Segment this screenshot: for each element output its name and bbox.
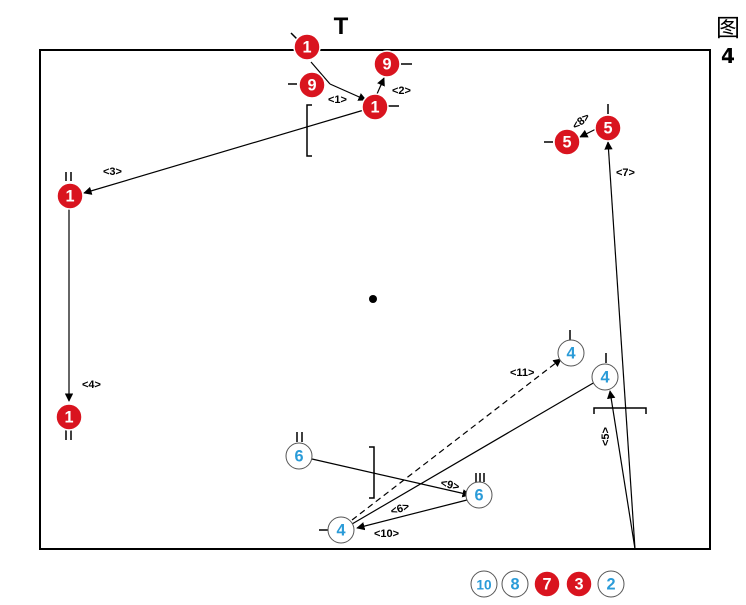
legend-token-red-number: 3 bbox=[574, 575, 583, 593]
player-token-blue: 6 bbox=[465, 481, 493, 509]
center-spot bbox=[369, 295, 377, 303]
legend-token-blue-disc bbox=[470, 570, 498, 598]
player-token-red-number: 5 bbox=[562, 133, 571, 151]
step-label: <8> bbox=[570, 111, 592, 132]
step-label: <5> bbox=[600, 427, 612, 446]
player-token-red: 5 bbox=[553, 128, 581, 156]
player-token-red-number: 1 bbox=[64, 408, 73, 426]
player-token-red-number: 9 bbox=[307, 76, 316, 94]
legend-token-blue-number: 2 bbox=[606, 575, 615, 593]
player-token-red: 5 bbox=[594, 114, 622, 142]
legend-token-blue-disc bbox=[597, 570, 625, 598]
player-token-blue-number: 4 bbox=[566, 344, 575, 362]
player-token-red: 1 bbox=[361, 93, 389, 121]
path-7 bbox=[604, 141, 636, 550]
court-boundary bbox=[39, 49, 711, 550]
step-label: <7> bbox=[616, 167, 635, 179]
figure-number: 4 bbox=[721, 44, 735, 68]
path-1 bbox=[310, 61, 331, 85]
stance-marks bbox=[65, 32, 609, 531]
player-token-red: 1 bbox=[293, 33, 321, 61]
step-label: <3> bbox=[103, 166, 122, 178]
step-label: <10> bbox=[374, 528, 399, 540]
step-labels: <1> <2> <3> <4> <5> <6> <7> <8> <9> <10>… bbox=[82, 85, 635, 540]
legend-token-red-disc bbox=[533, 570, 561, 598]
legend: 10 8 7 3 2 bbox=[470, 570, 625, 598]
legend-token-blue-number: 10 bbox=[476, 577, 492, 592]
player-token-red-disc bbox=[373, 50, 401, 78]
player-token-blue-disc bbox=[327, 516, 355, 544]
player-token-red: 1 bbox=[56, 182, 84, 210]
screen-bracket bbox=[306, 104, 312, 157]
legend-token-blue: 2 bbox=[597, 570, 625, 598]
screen-bracket bbox=[593, 407, 647, 414]
player-token-red-number: 1 bbox=[302, 38, 311, 56]
path-1 bbox=[329, 83, 367, 101]
legend-token-red: 3 bbox=[565, 570, 593, 598]
step-label: <2> bbox=[392, 85, 411, 97]
player-token-red-number: 5 bbox=[603, 119, 612, 137]
player-token-red-number: 1 bbox=[65, 187, 74, 205]
step-label: <1> bbox=[328, 94, 347, 106]
legend-token-blue: 10 bbox=[470, 570, 498, 598]
movement-lines bbox=[64, 61, 636, 550]
player-token-blue-disc bbox=[591, 363, 619, 391]
player-token-red-disc bbox=[293, 33, 321, 61]
path-11 bbox=[351, 358, 562, 521]
player-token-red-disc bbox=[298, 71, 326, 99]
path-6 bbox=[356, 499, 468, 531]
player-token-red-number: 1 bbox=[370, 98, 379, 116]
player-token-blue-number: 4 bbox=[600, 368, 609, 386]
player-token-blue-disc bbox=[285, 442, 313, 470]
players: 1 9 9 1 1 1 5 5 4 4 6 6 4 bbox=[55, 33, 622, 544]
player-token-red-disc bbox=[55, 403, 83, 431]
player-token-red-disc bbox=[594, 114, 622, 142]
player-token-red-disc bbox=[361, 93, 389, 121]
player-token-blue: 6 bbox=[285, 442, 313, 470]
step-label: <11> bbox=[510, 367, 534, 379]
player-token-blue: 4 bbox=[591, 363, 619, 391]
player-token-red-disc bbox=[553, 128, 581, 156]
player-token-blue-disc bbox=[465, 481, 493, 509]
player-token-blue-number: 4 bbox=[336, 521, 345, 539]
legend-token-red-disc bbox=[565, 570, 593, 598]
step-label: <6> bbox=[389, 501, 411, 518]
path-5 bbox=[607, 390, 636, 550]
player-token-red: 1 bbox=[55, 403, 83, 431]
screen-bracket bbox=[369, 446, 375, 499]
top-marker: T bbox=[334, 13, 349, 40]
figure-label: 图 bbox=[716, 14, 740, 42]
player-token-red: 9 bbox=[298, 71, 326, 99]
player-token-red: 9 bbox=[373, 50, 401, 78]
legend-token-blue: 8 bbox=[501, 570, 529, 598]
player-token-blue-disc bbox=[557, 339, 585, 367]
player-token-red-number: 9 bbox=[382, 55, 391, 73]
legend-token-red: 7 bbox=[533, 570, 561, 598]
step-label: <9> bbox=[439, 477, 460, 493]
player-token-blue: 4 bbox=[557, 339, 585, 367]
player-token-blue-number: 6 bbox=[474, 486, 483, 504]
player-token-blue: 4 bbox=[327, 516, 355, 544]
legend-token-blue-number: 8 bbox=[510, 575, 519, 593]
legend-token-red-number: 7 bbox=[542, 575, 551, 593]
player-token-blue-number: 6 bbox=[294, 447, 303, 465]
player-token-red-disc bbox=[56, 182, 84, 210]
path-2 bbox=[376, 77, 385, 95]
step-label: <4> bbox=[82, 379, 101, 391]
path-9 bbox=[311, 458, 471, 498]
legend-token-blue-disc bbox=[501, 570, 529, 598]
path-3 bbox=[83, 109, 365, 195]
path-10 bbox=[351, 381, 596, 525]
